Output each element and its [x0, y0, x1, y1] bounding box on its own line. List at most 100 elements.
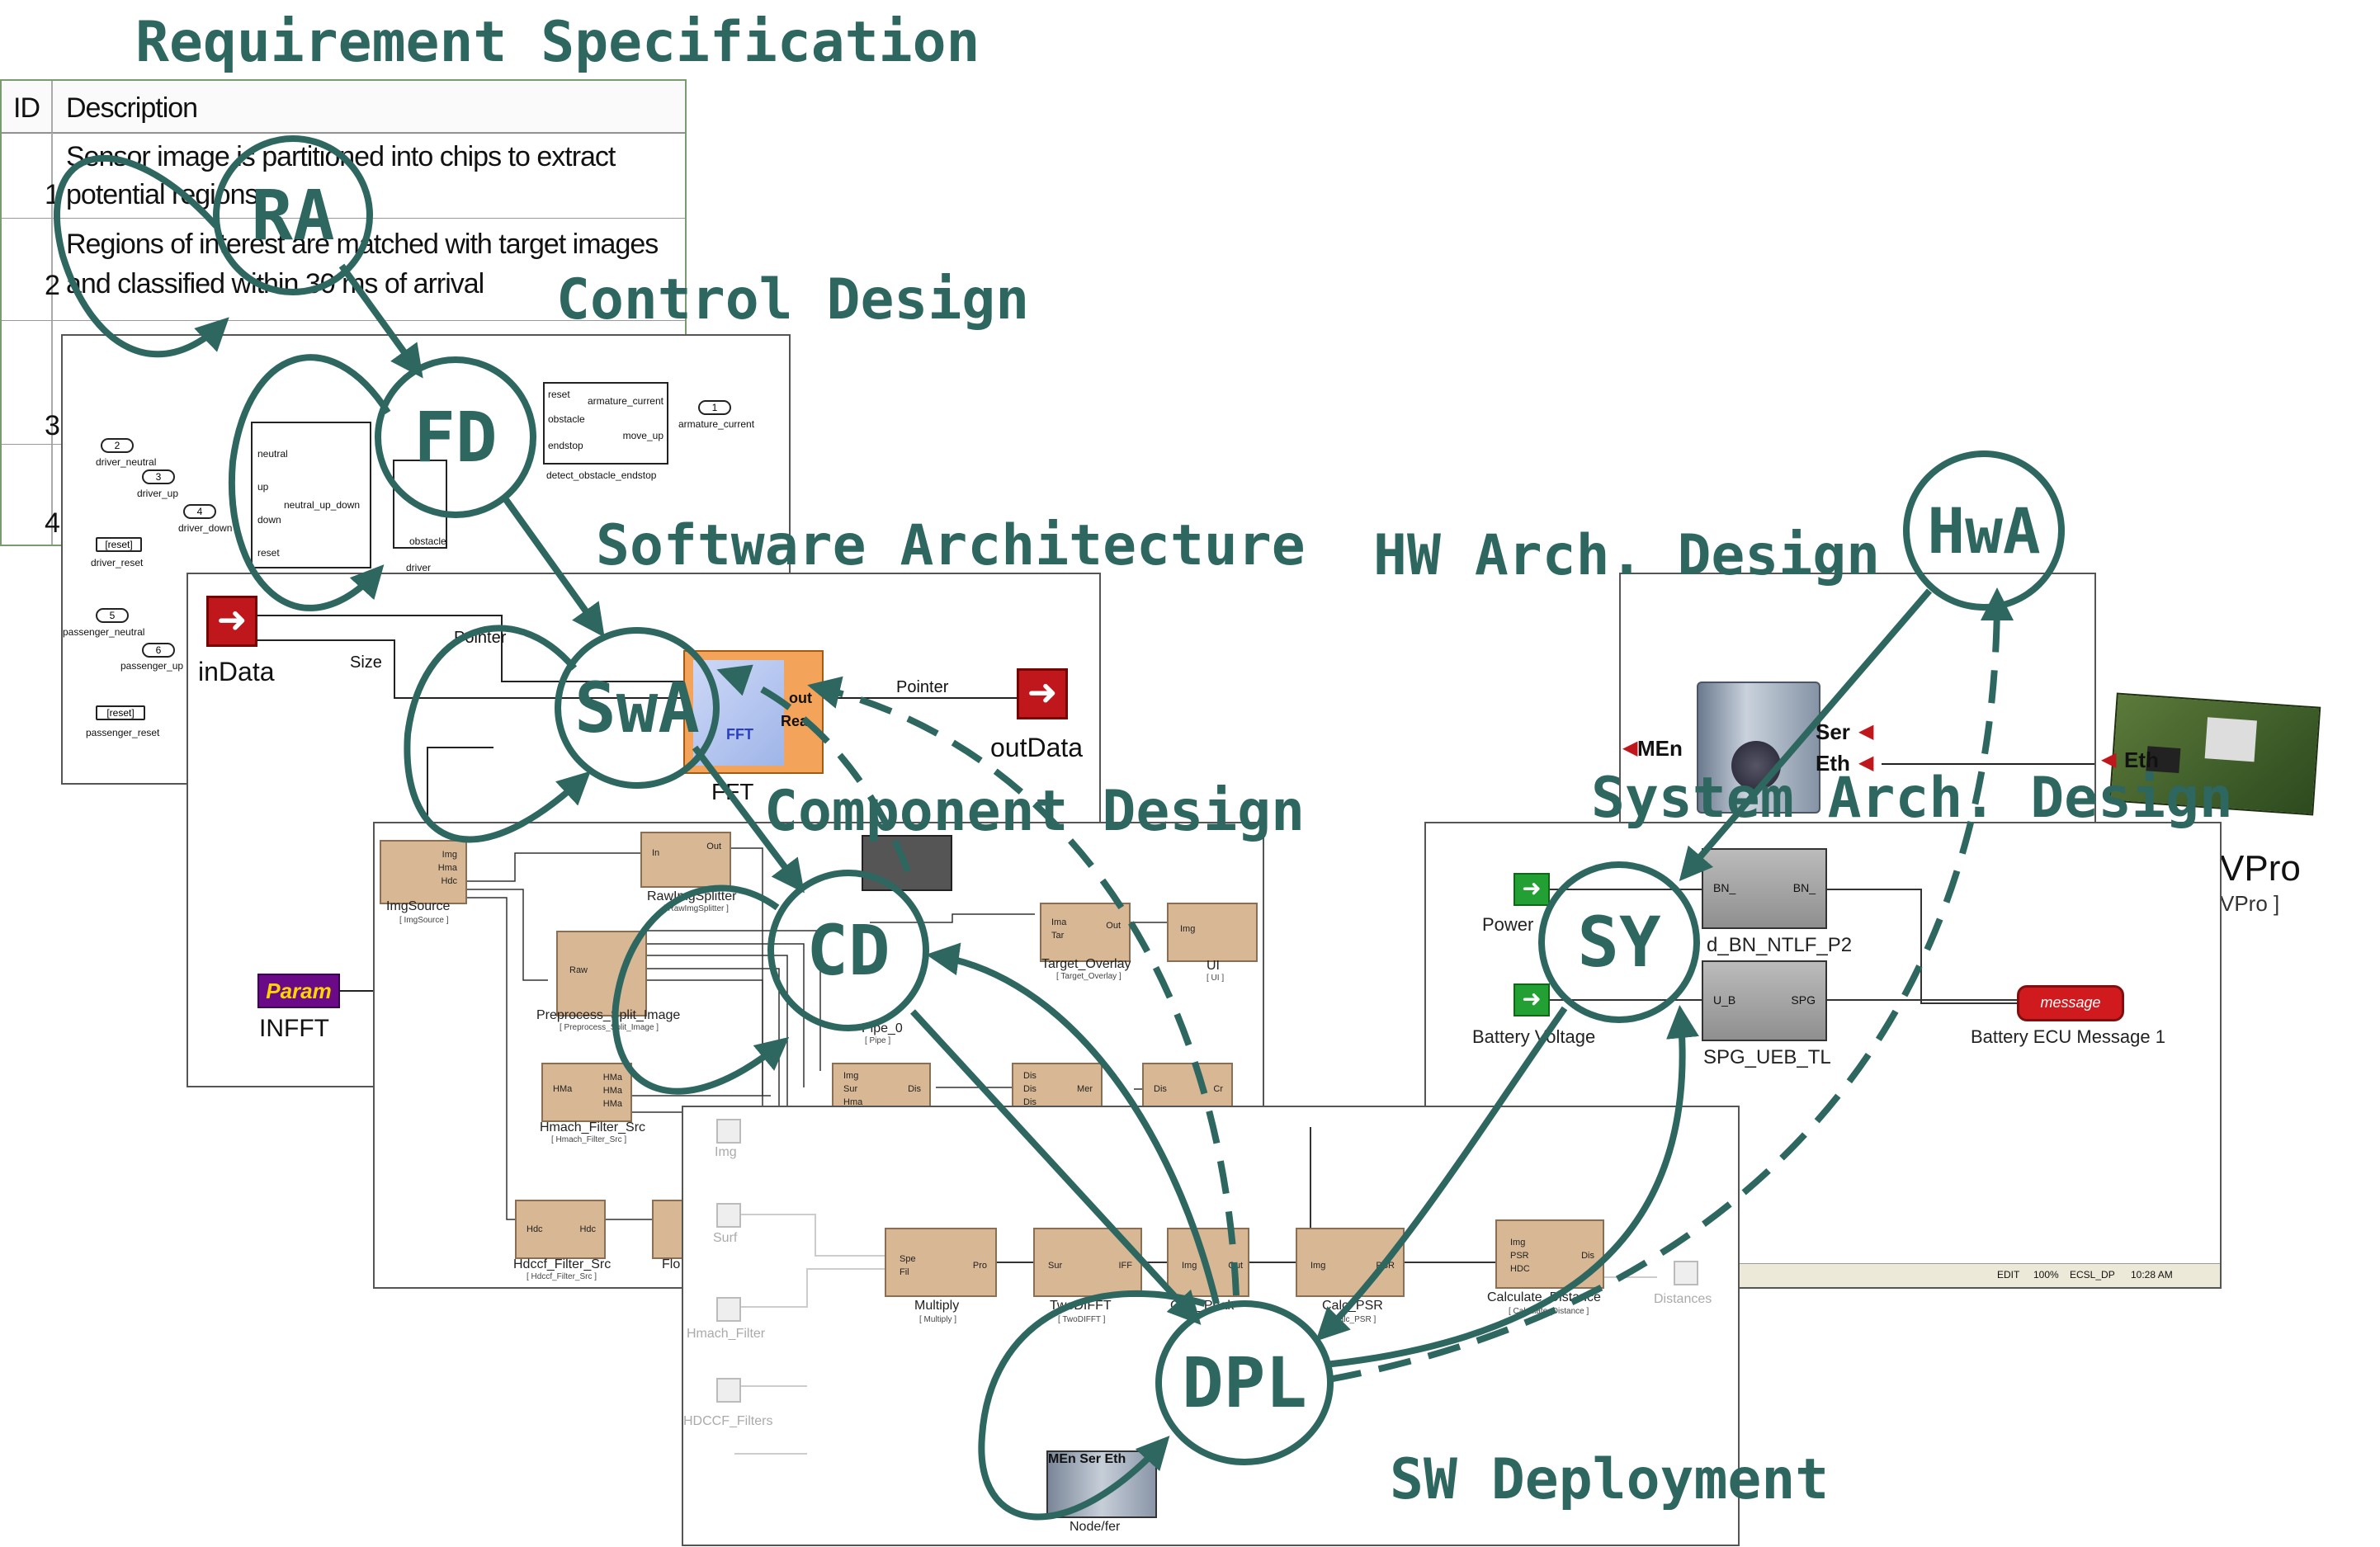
block-caption: ImgSource [386, 899, 451, 913]
control-input-label: driver_up [137, 488, 179, 499]
sw-deployment-title: SW Deployment [1390, 1447, 1830, 1512]
req-row-id: 3 [45, 410, 60, 441]
block-pin: Img [1180, 924, 1196, 934]
block-pin: endstop [548, 440, 583, 451]
cd-self-loop [612, 884, 790, 1095]
hwa-to-sy-arrow [1679, 588, 1933, 882]
block-pin: PSR [1510, 1251, 1529, 1261]
block-pin: BN_ [1713, 881, 1736, 894]
node-cd[interactable]: CD [767, 870, 929, 1031]
ser-port-arrow: ◀ [1858, 720, 1874, 743]
control-input-label: passenger_neutral [63, 626, 145, 638]
deploy-input-img [716, 1119, 741, 1144]
block-caption: UI [1207, 959, 1220, 973]
node-swa[interactable]: SwA [555, 627, 720, 789]
control-port: 2 [101, 438, 134, 453]
bn-ntlf-label: d_BN_NTLF_P2 [1707, 934, 1853, 956]
multiply-block: Spe Fil Pro [885, 1228, 997, 1297]
power-icon: ➜ [1513, 873, 1550, 906]
message-label: Battery ECU Message 1 [1971, 1026, 2165, 1047]
dpl-to-swa-dashed-arrow [807, 676, 1240, 1296]
eth-port-arrow: ◀ [2101, 748, 2117, 771]
status-item: EDIT [1997, 1269, 2020, 1281]
block-pin: Cr [1213, 1084, 1223, 1094]
node-fd[interactable]: FD [375, 356, 536, 518]
pointer-label: Pointer [896, 678, 949, 696]
block-pin: neutral [257, 448, 288, 460]
rawimgsplitter-block: In Out [640, 832, 731, 888]
block-subcaption: [ Calc_PSR ] [1329, 1315, 1377, 1324]
ser-port-label: Ser [1816, 719, 1850, 744]
indata-label: inData [198, 657, 275, 686]
power-label: Power [1482, 914, 1534, 935]
fd-to-swa-arrow [502, 496, 605, 638]
block-pin: Dis [1581, 1251, 1594, 1261]
block-subcaption: [ Hmach_Filter_Src ] [551, 1135, 627, 1144]
block-caption: Hmach_Filter_Src [540, 1120, 646, 1134]
block-subcaption: [ TwoDIFFT ] [1058, 1315, 1106, 1324]
status-item: 10:28 AM [2131, 1269, 2173, 1281]
node-ra[interactable]: RA [213, 135, 373, 295]
hdccf-filter-src-block: Hdc Hdc [515, 1200, 606, 1259]
board-label: VPro [2220, 848, 2301, 889]
block-pin: Hdc [441, 876, 457, 886]
block-out-pin: armature_current [587, 395, 663, 407]
block-pin: Dis [1023, 1071, 1037, 1081]
software-architecture-title: Software Architecture [596, 513, 1306, 578]
flo-block [652, 1200, 685, 1259]
block-pin: Dis [1023, 1097, 1037, 1107]
message-button[interactable]: message [2017, 985, 2124, 1021]
control-input-label: passenger_up [120, 660, 184, 672]
block-pin: Img [1310, 1261, 1326, 1271]
deploy-input-label: HDCCF_Filters [683, 1414, 773, 1428]
block-subcaption: [ Target_Overlay ] [1056, 972, 1122, 981]
block-subcaption: [ Hdccf_Filter_Src ] [527, 1272, 597, 1281]
block-pin: U_B [1713, 993, 1736, 1007]
block-caption: Preprocess_Split_Image [536, 1008, 681, 1022]
infft-label: INFFT [259, 1015, 329, 1042]
param-block: Param [257, 974, 340, 1008]
imgsource-block: Img Hma Hdc [380, 840, 467, 904]
men-port-arrow: ◀ [1622, 737, 1638, 759]
block-pin: reset [257, 547, 280, 559]
calc-psr-block: Img PSR [1296, 1228, 1405, 1297]
block-pin: Dis [1154, 1084, 1167, 1094]
block-pin: Out [706, 842, 721, 851]
driver-label: driver [406, 562, 432, 573]
node-port: Ser [1079, 1452, 1102, 1466]
control-port: 6 [142, 643, 175, 658]
block-pin: HDC [1510, 1264, 1530, 1274]
block-pin: Spe [900, 1254, 916, 1264]
req-header: ID Description [2, 81, 685, 134]
block-caption: Target_Overlay [1041, 957, 1131, 971]
block-pin: Dis [1023, 1084, 1037, 1094]
ui-block: Img [1167, 903, 1258, 962]
block-caption: Flo [662, 1257, 681, 1271]
block-pin: Mer [1077, 1084, 1093, 1094]
size-label: Size [350, 653, 382, 672]
men-port-label: MEn [1637, 736, 1683, 761]
deploy-input-label: Hmach_Filter [687, 1327, 766, 1341]
block-name: neutral_up_down [284, 499, 361, 511]
block-subcaption: [ Preprocess_Split_Image ] [560, 1023, 659, 1032]
neutral-up-down-block: neutral up down reset neutral_up_down [251, 422, 371, 568]
control-port: 3 [142, 469, 175, 484]
armature-port: 1 [698, 400, 731, 415]
requirement-specification-title: Requirement Specification [135, 10, 980, 75]
fft-inner-label: FFT [726, 726, 753, 743]
req-row-id: 4 [45, 507, 60, 539]
node-hwa[interactable]: HwA [1903, 450, 2065, 611]
block-pin: Pro [972, 1261, 987, 1271]
node-dpl[interactable]: DPL [1155, 1300, 1334, 1465]
block-pin: obstacle [548, 413, 585, 425]
control-port: 4 [183, 504, 216, 519]
node-sy[interactable]: SY [1538, 861, 1700, 1023]
block-pin: Img [442, 850, 457, 860]
eth-port-arrow: ◀ [1858, 752, 1874, 774]
board-sublabel: VPro ] [2220, 891, 2280, 916]
hw-wire [1882, 763, 2094, 765]
system-arch-design-title: System Arch. Design [1591, 766, 2233, 831]
block-caption: Hdccf_Filter_Src [513, 1257, 612, 1271]
